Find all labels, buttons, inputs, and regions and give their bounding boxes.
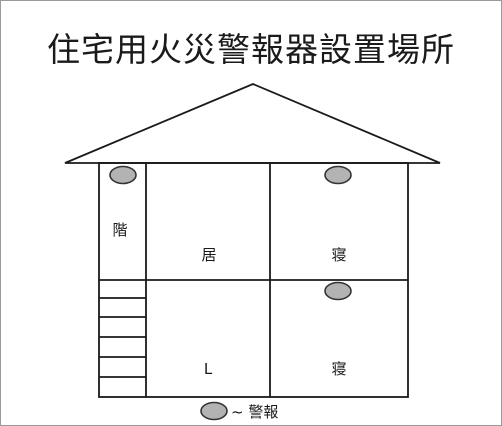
legend-alarm-icon bbox=[200, 401, 228, 421]
alarm-upper-bedroom bbox=[324, 165, 352, 185]
room-label-living: 居 bbox=[201, 246, 216, 264]
room-label-upper-bedroom: 寝 bbox=[331, 246, 346, 264]
room-label-stairs: 階 bbox=[112, 221, 127, 239]
legend: ~ 警報 bbox=[200, 401, 278, 421]
legend-label: ~ 警報 bbox=[231, 403, 278, 421]
diagram-title: 住宅用火災警報器設置場所 bbox=[47, 30, 455, 69]
room-label-lower-bedroom: 寝 bbox=[331, 360, 346, 378]
alarm-lower-bedroom bbox=[324, 281, 352, 301]
alarm-stairwell bbox=[109, 165, 137, 185]
room-label-lower-left: L bbox=[204, 360, 213, 378]
stair-steps bbox=[99, 297, 146, 378]
roof bbox=[64, 83, 441, 164]
